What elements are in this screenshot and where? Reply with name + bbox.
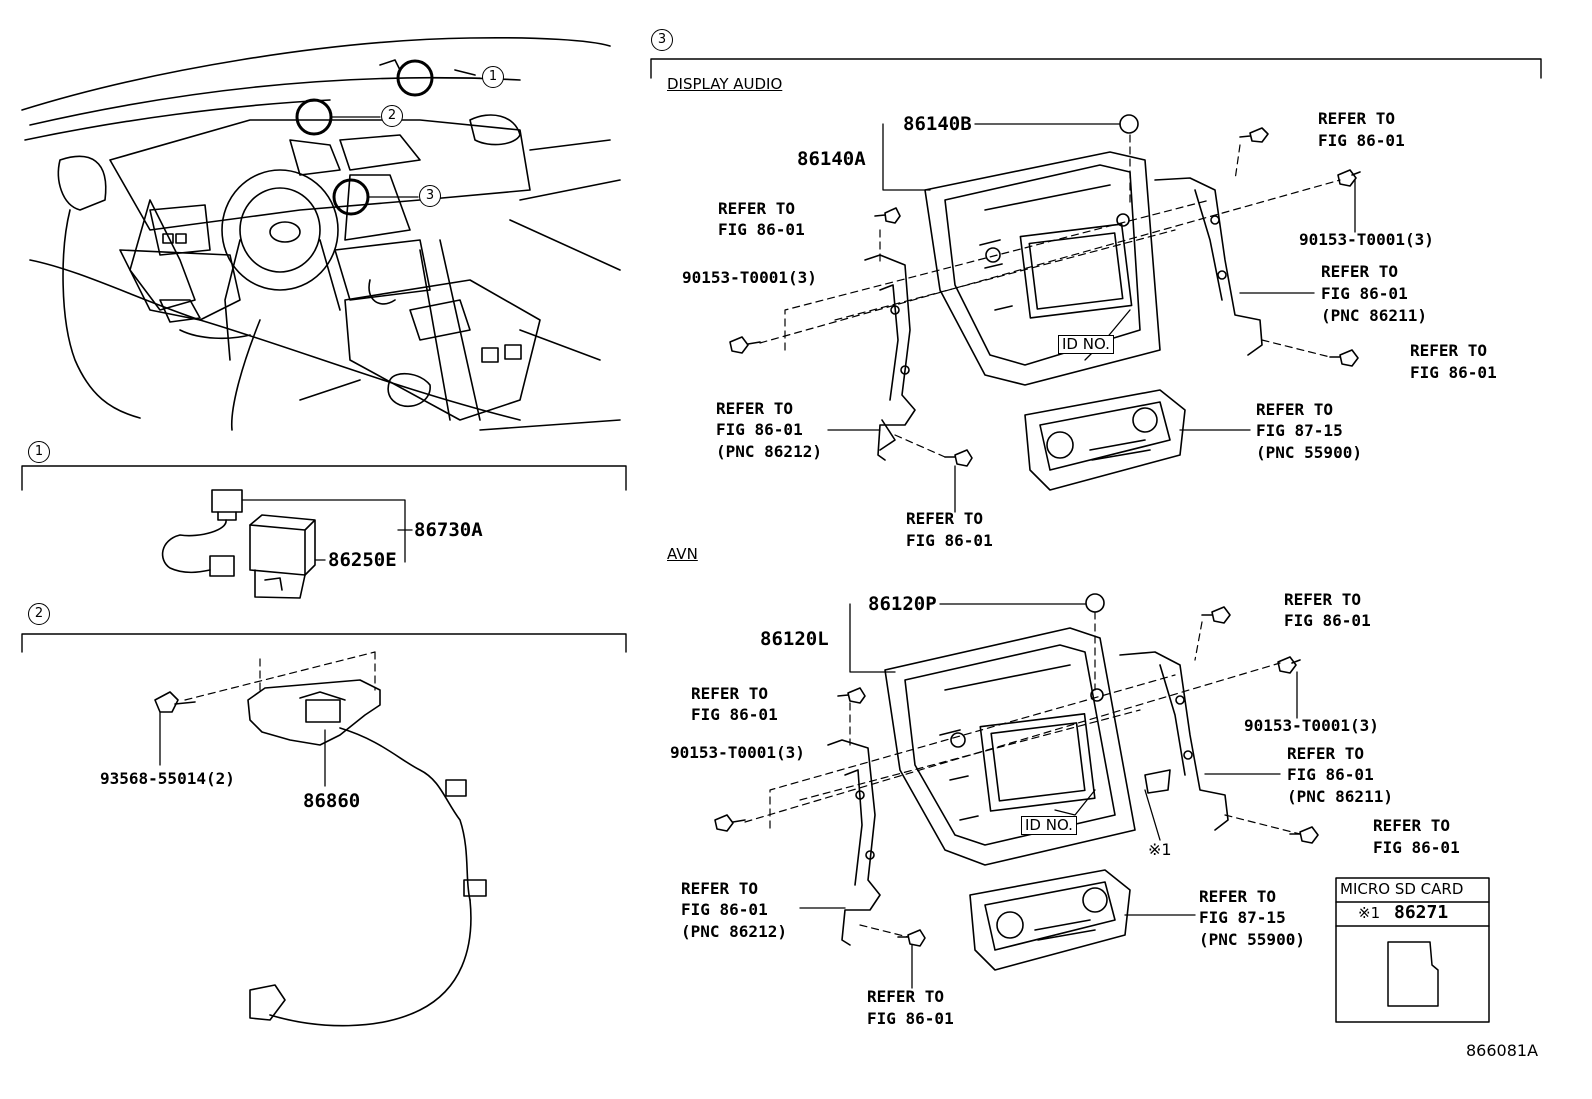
refer-to-da-3: REFER TO — [1321, 262, 1399, 281]
fig-da-4: FIG 86-01 — [1410, 363, 1497, 382]
refer-to-avn-7: REFER TO — [867, 987, 945, 1006]
leaders-display-audio — [827, 123, 1356, 513]
refer-to-avn-6: REFER TO — [1199, 887, 1277, 906]
pnc-55900-da: (PNC 55900) — [1256, 443, 1362, 462]
note-mark-1: ※1 — [1148, 840, 1172, 859]
fig-87-15-da: FIG 87-15 — [1256, 421, 1343, 440]
part-90153-da-right: 90153-T0001(3) — [1299, 230, 1434, 249]
pnc-55900-avn: (PNC 55900) — [1199, 930, 1305, 949]
pnc-86211-avn: (PNC 86211) — [1287, 787, 1393, 806]
fig-da-7: FIG 86-01 — [906, 531, 993, 550]
diagram-id: 866081A — [1466, 1041, 1539, 1060]
harness-86730A — [161, 489, 316, 599]
refer-to-da-1: REFER TO — [718, 199, 796, 218]
fig-da-5: FIG 86-01 — [716, 420, 803, 439]
section-number-3: 3 — [651, 29, 673, 51]
dashes-section2 — [184, 651, 376, 701]
cable-86860 — [154, 679, 487, 1027]
id-no-da: ID NO. — [1058, 335, 1114, 354]
part-90153-da-left: 90153-T0001(3) — [682, 268, 817, 287]
callout-leaders — [330, 77, 481, 198]
label-display-audio: DISPLAY AUDIO — [667, 75, 783, 93]
dashes-avn — [744, 611, 1301, 938]
callout-number-1: 1 — [482, 66, 504, 88]
micro-sd-box — [1335, 877, 1490, 1023]
dashboard-illustration — [21, 37, 621, 431]
avn-assembly — [714, 593, 1319, 971]
part-86140A: 86140A — [797, 148, 866, 170]
pnc-86212-da: (PNC 86212) — [716, 442, 822, 461]
fig-avn-2: FIG 86-01 — [691, 705, 778, 724]
section-number-1: 1 — [28, 441, 50, 463]
refer-to-avn-1: REFER TO — [1284, 590, 1362, 609]
micro-sd-title: MICRO SD CARD — [1340, 880, 1464, 898]
label-avn: AVN — [667, 545, 698, 563]
part-86250E: 86250E — [328, 549, 397, 571]
refer-to-da-7: REFER TO — [906, 509, 984, 528]
fig-avn-3: FIG 86-01 — [1287, 765, 1374, 784]
pnc-86212-avn: (PNC 86212) — [681, 922, 787, 941]
callout-number-3: 3 — [419, 185, 441, 207]
fig-avn-5: FIG 86-01 — [681, 900, 768, 919]
part-90153-avn-right: 90153-T0001(3) — [1244, 716, 1379, 735]
refer-to-da-5: REFER TO — [716, 399, 794, 418]
refer-to-da-2: REFER TO — [1318, 109, 1396, 128]
part-86120L: 86120L — [760, 628, 829, 650]
part-93568-55014: 93568-55014(2) — [100, 769, 235, 788]
pnc-86211-da: (PNC 86211) — [1321, 306, 1427, 325]
dashes-display-audio — [759, 134, 1341, 458]
part-86120P: 86120P — [868, 593, 937, 615]
leaders-section2 — [159, 711, 326, 787]
micro-sd-part-86271: 86271 — [1394, 902, 1449, 923]
refer-to-avn-4: REFER TO — [1373, 816, 1451, 835]
refer-to-avn-2: REFER TO — [691, 684, 769, 703]
fig-avn-1: FIG 86-01 — [1284, 611, 1371, 630]
section-number-2: 2 — [28, 603, 50, 625]
callout-number-2: 2 — [381, 105, 403, 127]
display-audio-assembly — [729, 114, 1361, 491]
micro-sd-mark: ※1 — [1358, 904, 1381, 922]
refer-to-da-6: REFER TO — [1256, 400, 1334, 419]
fig-da-1: FIG 86-01 — [718, 220, 805, 239]
section-brackets — [21, 58, 1542, 653]
fig-avn-4: FIG 86-01 — [1373, 838, 1460, 857]
part-86730A: 86730A — [414, 519, 483, 541]
refer-to-avn-5: REFER TO — [681, 879, 759, 898]
part-86140B: 86140B — [903, 113, 972, 135]
refer-to-avn-3: REFER TO — [1287, 744, 1365, 763]
fig-da-3: FIG 86-01 — [1321, 284, 1408, 303]
leaders-avn — [799, 603, 1298, 989]
fig-87-15-avn: FIG 87-15 — [1199, 908, 1286, 927]
part-90153-avn-left: 90153-T0001(3) — [670, 743, 805, 762]
id-no-avn: ID NO. — [1021, 816, 1077, 835]
part-86860: 86860 — [303, 790, 361, 812]
refer-to-da-4: REFER TO — [1410, 341, 1488, 360]
leaders-section1 — [241, 499, 413, 563]
fig-avn-7: FIG 86-01 — [867, 1009, 954, 1028]
fig-da-2: FIG 86-01 — [1318, 131, 1405, 150]
